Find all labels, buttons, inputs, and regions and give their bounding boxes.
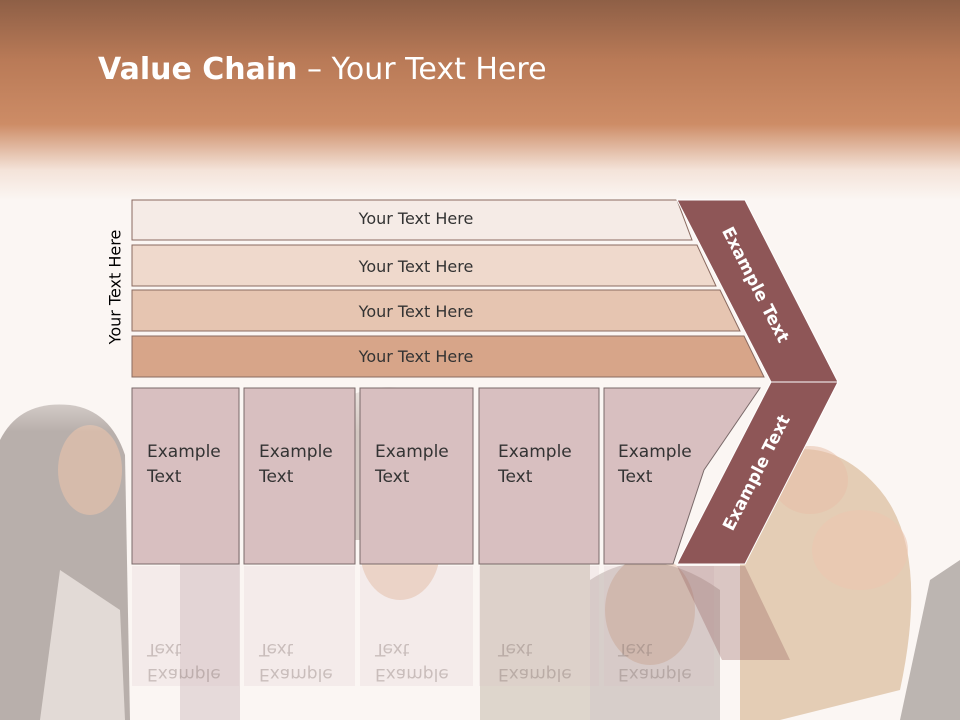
support-row-2-text: Your Text Here <box>358 257 474 276</box>
support-row-1 <box>131 199 693 241</box>
primary-box-2 <box>243 387 356 565</box>
title-bold: Value Chain <box>98 52 298 87</box>
margin-chevron-lower <box>676 381 839 565</box>
support-row-4 <box>131 335 765 378</box>
primary-box-4 <box>478 387 600 565</box>
support-row-4-text: Your Text Here <box>358 347 474 366</box>
support-row-3-text: Your Text Here <box>358 302 474 321</box>
title-rest: – Your Text Here <box>297 52 547 87</box>
support-row-3 <box>131 289 741 332</box>
primary-box-3 <box>359 387 474 565</box>
support-row-2 <box>131 244 717 287</box>
header-band <box>0 0 960 200</box>
support-row-1-text: Your Text Here <box>358 209 474 228</box>
primary-box-1 <box>131 387 240 565</box>
primary-box-5 <box>603 387 761 565</box>
slide-title: Value Chain – Your Text Here <box>98 52 547 87</box>
side-label: Your Text Here <box>105 229 125 345</box>
